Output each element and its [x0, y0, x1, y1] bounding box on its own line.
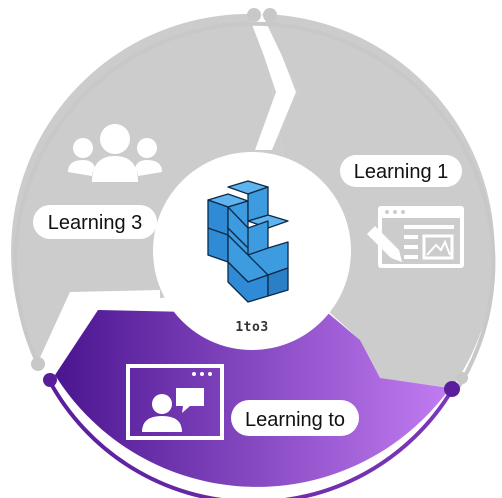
outer-ring-gray	[13, 21, 496, 390]
ring-dot-right-purple	[444, 381, 460, 397]
people-group-icon	[68, 124, 162, 182]
video-presentation-icon	[126, 364, 224, 440]
segment-label-1-pill: Learning 1	[340, 155, 462, 187]
center-label: 1to3	[235, 320, 268, 335]
segment-label-3: Learning 3	[48, 212, 143, 234]
segment-divider-left	[38, 290, 160, 362]
ring-dot-right-gray	[456, 372, 468, 384]
segment-label-1: Learning 1	[354, 161, 449, 183]
segment-label-to: Learning to	[245, 409, 345, 431]
ring-dot-left-purple	[43, 373, 57, 387]
isometric-stairs-cube-icon	[207, 180, 289, 303]
outer-ring-purple	[47, 379, 454, 498]
ring-dot-left-gray	[31, 357, 45, 371]
segment-divider-top	[248, 14, 296, 150]
ring-dot-top-left	[247, 8, 261, 22]
segment-label-3-pill: Learning 3	[33, 205, 157, 239]
webpage-edit-icon	[367, 206, 464, 268]
ring-dot-top-right	[263, 8, 277, 22]
segment-learning-to	[55, 308, 450, 487]
segment-label-to-pill: Learning to	[231, 400, 359, 436]
